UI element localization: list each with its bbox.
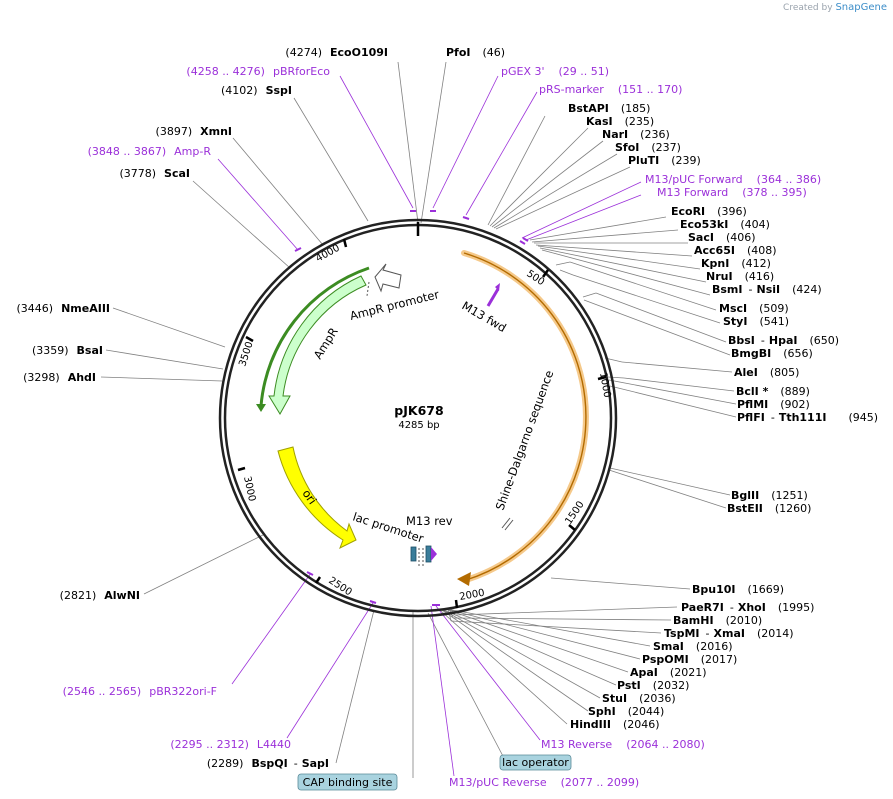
label-m13-puc-reverse[interactable]: M13/pUC Reverse(2077 .. 2099) xyxy=(449,776,639,789)
label-bsai[interactable]: (3359)BsaI xyxy=(32,344,103,357)
label-pgex3[interactable]: pGEX 3'(29 .. 51) xyxy=(501,65,609,78)
label-paer7i-xhoi[interactable]: PaeR7I-XhoI(1995) xyxy=(681,601,814,614)
label-hindiii[interactable]: HindIII(2046) xyxy=(570,718,660,731)
m13-fwd-primer[interactable] xyxy=(486,283,500,307)
cap-binding-site-box[interactable]: CAP binding site xyxy=(297,773,398,791)
plasmid-name: pJK678 xyxy=(394,403,443,418)
label-bmgbi[interactable]: BmgBI(656) xyxy=(731,347,813,360)
tick-label-1000: 1000 xyxy=(597,372,612,399)
label-nari[interactable]: NarI(236) xyxy=(602,128,670,141)
label-pbr322ori-f[interactable]: (2546 .. 2565)pBR322ori-F xyxy=(63,685,217,698)
primer-leader-lines xyxy=(217,75,642,777)
ampr-outline-arc xyxy=(259,266,370,407)
ori-feature[interactable] xyxy=(277,446,357,550)
label-l4440[interactable]: (2295 .. 2312)L4440 xyxy=(170,738,291,751)
created-by-text: Created by xyxy=(783,3,833,13)
ampr-feature[interactable] xyxy=(268,275,367,415)
backbone xyxy=(218,218,618,618)
label-pspomi[interactable]: PspOMI(2017) xyxy=(642,653,737,666)
label-kasi[interactable]: KasI(235) xyxy=(586,115,654,128)
label-bsmi-nsii[interactable]: BsmI-NsiI(424) xyxy=(712,283,822,296)
label-amp-r[interactable]: (3848 .. 3867)Amp-R xyxy=(88,145,212,158)
label-styi[interactable]: StyI(541) xyxy=(723,315,789,328)
lac-operator-box[interactable]: lac operator xyxy=(499,754,572,771)
label-alei[interactable]: AleI(805) xyxy=(734,366,799,379)
label-sfoi[interactable]: SfoI(237) xyxy=(615,141,681,154)
label-pflfi-tth111i[interactable]: PflFI-Tth111I(945) xyxy=(737,411,878,424)
label-pluti[interactable]: PluTI(239) xyxy=(628,154,701,167)
plasmid-size: 4285 bp xyxy=(398,420,439,431)
lac-region xyxy=(410,545,437,566)
label-bamhi[interactable]: BamHI(2010) xyxy=(673,614,762,627)
label-alwni[interactable]: (2821)AlwNI xyxy=(60,589,140,602)
label-apai[interactable]: ApaI(2021) xyxy=(630,666,706,679)
tick-marks xyxy=(237,238,607,609)
label-bstapi[interactable]: BstAPI(185) xyxy=(568,102,650,115)
label-sphi[interactable]: SphI(2044) xyxy=(588,705,664,718)
label-ahdi[interactable]: (3298)AhdI xyxy=(23,371,96,384)
label-sspi[interactable]: (4102)SspI xyxy=(221,84,292,97)
lac-operator-text: lac operator xyxy=(502,756,569,769)
label-m13-puc-forward[interactable]: M13/pUC Forward(364 .. 386) xyxy=(645,173,821,186)
label-pbrforeco[interactable]: (4258 .. 4276)pBRforEco xyxy=(186,65,330,78)
label-bcli[interactable]: BclI *(889) xyxy=(736,385,810,398)
label-nrui[interactable]: NruI(416) xyxy=(706,270,774,283)
label-ecoo109i[interactable]: (4274)EcoO109I xyxy=(285,46,388,59)
label-bsteii[interactable]: BstEII(1260) xyxy=(727,502,811,515)
tick-label-2000: 2000 xyxy=(459,588,486,603)
snapgene-watermark: Created by SnapGene xyxy=(783,2,887,13)
label-m13-forward[interactable]: M13 Forward(378 .. 395) xyxy=(657,186,807,199)
label-psti[interactable]: PstI(2032) xyxy=(617,679,689,692)
leader-lines xyxy=(100,61,737,778)
label-bpu10i[interactable]: Bpu10I(1669) xyxy=(692,583,784,596)
label-bglii[interactable]: BglII(1251) xyxy=(731,489,808,502)
m13-fwd-label: M13 fwd xyxy=(460,298,509,335)
ampr-promoter-feature[interactable] xyxy=(374,263,402,293)
label-pfoi[interactable]: PfoI(46) xyxy=(446,46,505,59)
label-prs-marker[interactable]: pRS-marker(151 .. 170) xyxy=(539,83,682,96)
label-msci[interactable]: MscI(509) xyxy=(719,302,789,315)
ampr-promoter-label: AmpR promoter xyxy=(348,287,440,323)
shine-dalgarno-mark xyxy=(501,517,514,531)
cds-arrowhead xyxy=(457,572,471,586)
primer-marks xyxy=(294,210,529,606)
label-smai[interactable]: SmaI(2016) xyxy=(653,640,732,653)
label-tspmi-xmai[interactable]: TspMI-XmaI(2014) xyxy=(664,627,794,640)
label-nmeaiii[interactable]: (3446)NmeAIII xyxy=(17,302,111,315)
label-stui[interactable]: StuI(2036) xyxy=(602,692,676,705)
tick-label-3000: 3000 xyxy=(241,475,257,502)
label-bbsi-hpai[interactable]: BbsI-HpaI(650) xyxy=(728,334,839,347)
label-ecori[interactable]: EcoRI(396) xyxy=(671,205,747,218)
label-pflmi[interactable]: PflMI(902) xyxy=(737,398,810,411)
label-xmni[interactable]: (3897)XmnI xyxy=(156,125,232,138)
m13-rev-label: M13 rev xyxy=(406,514,453,528)
shine-dalgarno-label: Shine-Dalgarno sequence xyxy=(493,368,557,512)
label-eco53ki[interactable]: Eco53kI(404) xyxy=(680,218,770,231)
tick-label-1500: 1500 xyxy=(563,499,586,526)
label-scai[interactable]: (3778)ScaI xyxy=(119,167,190,180)
label-bspqi-sapi[interactable]: (2289)BspQI-SapI xyxy=(207,757,329,770)
label-acc65i[interactable]: Acc65I(408) xyxy=(694,244,777,257)
cap-binding-site-text: CAP binding site xyxy=(303,776,393,789)
label-saci[interactable]: SacI(406) xyxy=(688,231,756,244)
snapgene-logo: SnapGene xyxy=(835,2,887,13)
label-kpni[interactable]: KpnI(412) xyxy=(701,257,771,270)
ampr-label: AmpR xyxy=(311,325,341,362)
label-m13-reverse[interactable]: M13 Reverse(2064 .. 2080) xyxy=(541,738,705,751)
